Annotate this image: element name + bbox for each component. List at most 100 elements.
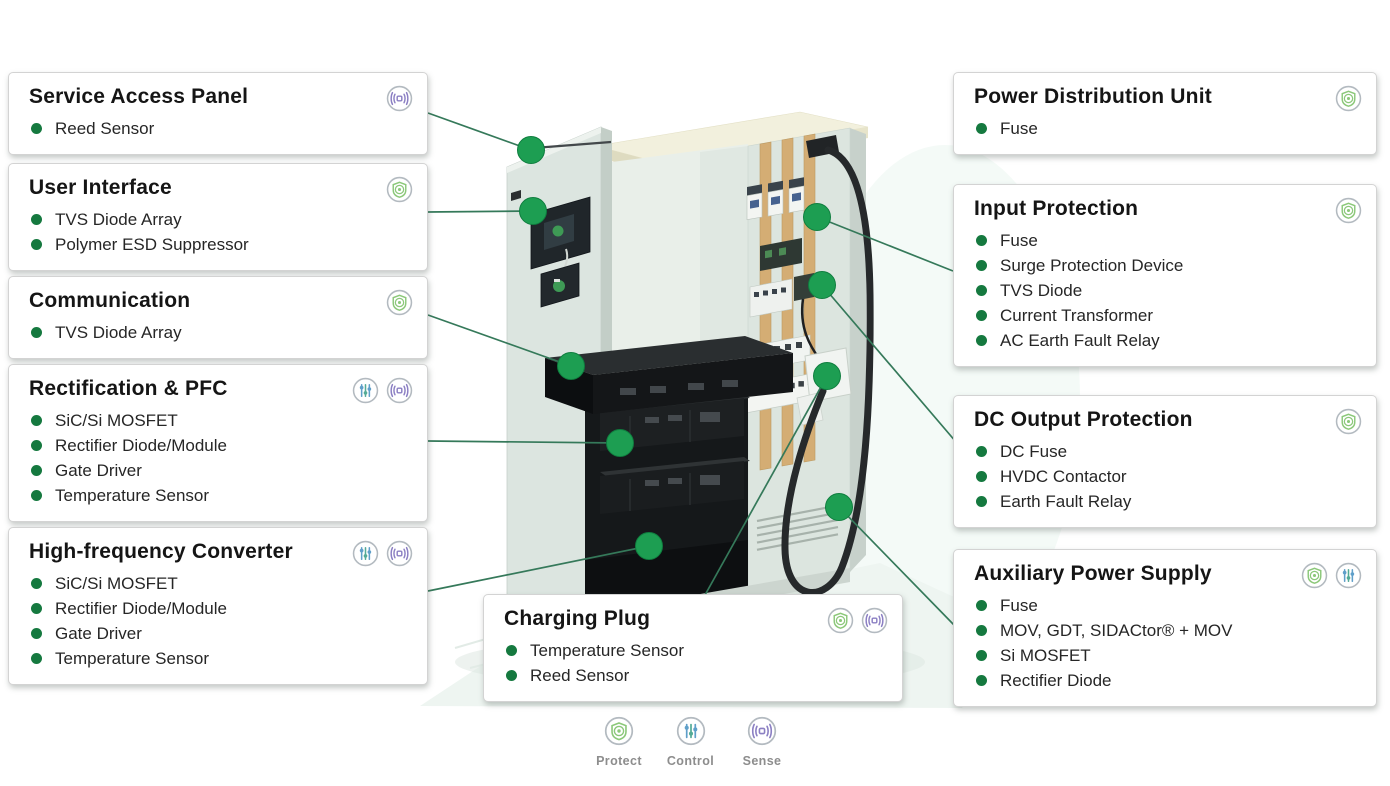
legend-label: Control	[666, 754, 715, 768]
callout-title: Charging Plug	[504, 607, 651, 630]
callout-item: Fuse	[974, 228, 1362, 253]
control-icon	[352, 377, 379, 404]
callout-item-label: HVDC Contactor	[1000, 467, 1127, 486]
bullet-icon	[976, 260, 987, 271]
sense-icon	[747, 716, 777, 746]
callout-item: Rectifier Diode	[974, 668, 1362, 693]
callout-title: Communication	[29, 289, 191, 312]
callout-item: Surge Protection Device	[974, 253, 1362, 278]
control-icon	[352, 540, 379, 567]
callout-item-label: Surge Protection Device	[1000, 256, 1184, 275]
bullet-icon	[976, 335, 987, 346]
protect-icon	[386, 289, 413, 316]
callout-item: Earth Fault Relay	[974, 489, 1362, 514]
vent-grille	[756, 504, 839, 551]
connector-line-high-frequency-converter	[427, 545, 650, 592]
legend-item-sense: Sense	[731, 716, 793, 768]
callout-item-label: Reed Sensor	[530, 666, 630, 685]
callout-item: Temperature Sensor	[504, 638, 888, 663]
bullet-icon	[976, 446, 987, 457]
connector-lines	[427, 112, 969, 627]
callout-item: TVS Diode Array	[29, 207, 413, 232]
callout-item: Gate Driver	[29, 458, 413, 483]
bullet-icon	[31, 214, 42, 225]
legend-item-control: Control	[660, 716, 722, 768]
bullet-icon	[31, 123, 42, 134]
connector-dot-auxiliary-power-supply	[825, 493, 853, 521]
callout-title: Input Protection	[974, 197, 1139, 220]
callout-high-frequency-converter: High-frequency Converter SiC/Si MOSFET Re…	[8, 527, 428, 685]
callout-item-label: Earth Fault Relay	[1000, 492, 1132, 511]
connector-line-dc-output-protection	[821, 284, 969, 457]
callout-icons	[827, 605, 888, 634]
connector-dot-service-access-panel	[517, 136, 545, 164]
protect-icon	[1335, 408, 1362, 435]
contactor-blocks	[749, 238, 814, 318]
callout-title: Rectification & PFC	[29, 377, 228, 400]
callout-icons	[386, 83, 413, 112]
callout-item-label: DC Fuse	[1000, 442, 1068, 461]
callout-item-label: TVS Diode	[1000, 281, 1083, 300]
door-seam-line	[533, 140, 612, 150]
charging-cable	[781, 135, 874, 596]
sense-icon	[386, 85, 413, 112]
callout-item-label: Rectifier Diode/Module	[55, 436, 227, 455]
bullet-icon	[976, 310, 987, 321]
callout-item: TVS Diode	[974, 278, 1362, 303]
connector-line-input-protection	[816, 216, 954, 272]
callout-item: HVDC Contactor	[974, 464, 1362, 489]
callout-title: User Interface	[29, 176, 172, 199]
bullet-icon	[976, 625, 987, 636]
connector-dot-user-interface	[519, 197, 547, 225]
callout-item-label: SiC/Si MOSFET	[55, 574, 178, 593]
callout-item: SiC/Si MOSFET	[29, 408, 413, 433]
callout-item-label: Rectifier Diode/Module	[55, 599, 227, 618]
bullet-icon	[976, 650, 987, 661]
fuse-holders	[746, 177, 805, 221]
callout-item-label: Fuse	[1000, 231, 1038, 250]
callout-icons	[386, 174, 413, 203]
callout-service-access-panel: Service Access Panel Reed Sensor	[8, 72, 428, 155]
callout-item: Temperature Sensor	[29, 483, 413, 508]
connector-dot-high-frequency-converter	[635, 532, 663, 560]
bullet-icon	[976, 285, 987, 296]
bullet-icon	[31, 653, 42, 664]
connector-line-auxiliary-power-supply	[838, 506, 956, 627]
connector-line-charging-plug	[699, 375, 828, 605]
callout-item: TVS Diode Array	[29, 320, 413, 345]
sense-icon	[386, 540, 413, 567]
callout-item-label: MOV, GDT, SIDACtor® + MOV	[1000, 621, 1233, 640]
callout-item-label: SiC/Si MOSFET	[55, 411, 178, 430]
callout-item-label: Current Transformer	[1000, 306, 1154, 325]
callout-item-label: Fuse	[1000, 119, 1038, 138]
callout-item: Reed Sensor	[504, 663, 888, 688]
bullet-icon	[31, 465, 42, 476]
callout-item-label: TVS Diode Array	[55, 323, 182, 342]
bullet-icon	[976, 496, 987, 507]
callout-icons	[1301, 560, 1362, 589]
callout-item: Rectifier Diode/Module	[29, 433, 413, 458]
callout-item: MOV, GDT, SIDACtor® + MOV	[974, 618, 1362, 643]
callout-item-label: Fuse	[1000, 596, 1038, 615]
callout-item-label: TVS Diode Array	[55, 210, 182, 229]
bullet-icon	[31, 440, 42, 451]
callout-item-label: Temperature Sensor	[55, 649, 210, 668]
callout-item: Reed Sensor	[29, 116, 413, 141]
legend-item-protect: Protect	[588, 716, 650, 768]
callout-title: Auxiliary Power Supply	[974, 562, 1212, 585]
legend-label: Protect	[596, 754, 642, 768]
bullet-icon	[976, 471, 987, 482]
control-icon	[1335, 562, 1362, 589]
callout-title: High-frequency Converter	[29, 540, 293, 563]
bullet-icon	[31, 239, 42, 250]
connector-dot-rectification-pfc	[606, 429, 634, 457]
